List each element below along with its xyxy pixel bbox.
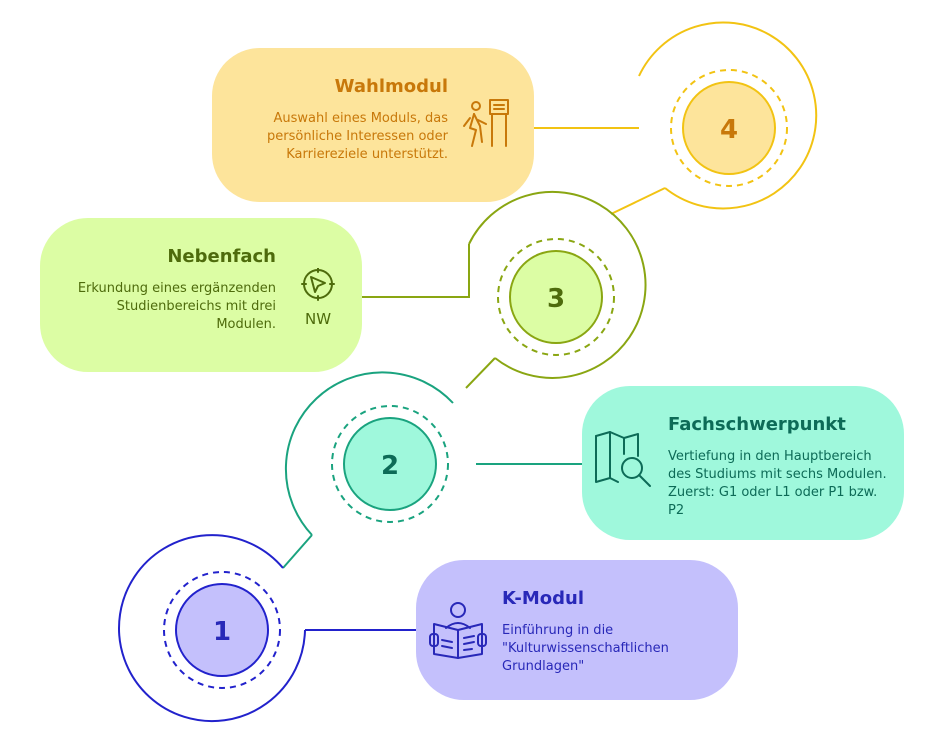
step-2-outer-arc (284, 371, 454, 536)
step-3-card: Nebenfach Erkundung eines ergänzenden St… (40, 218, 362, 372)
hiker-signpost-icon (460, 96, 524, 164)
compass-label: NW (305, 310, 331, 328)
map-search-icon (592, 428, 656, 496)
step-3-node (362, 190, 647, 389)
step-4-text: Auswahl eines Moduls, das persönliche In… (267, 111, 448, 162)
step-1-text: Einführung in die "Kulturwissenschaftlic… (502, 623, 669, 674)
step-3-outer-arc (468, 190, 647, 379)
step-2-card: Fachschwerpunkt Vertiefung in den Hauptb… (582, 386, 904, 540)
step-1-number: 1 (213, 617, 231, 647)
step-2-title: Fachschwerpunkt (668, 414, 846, 435)
step-4-card: Wahlmodul Auswahl eines Moduls, das pers… (212, 48, 534, 202)
step-2-text: Vertiefung in den Hauptbereich des Studi… (668, 449, 887, 518)
step-1-dashed-ring (163, 571, 281, 689)
step-4-number: 4 (720, 115, 738, 145)
step-4-inner-circle (682, 81, 776, 175)
step-1-node (118, 534, 416, 723)
step-2-node (282, 371, 582, 569)
step-2-link (282, 534, 313, 569)
step-3-title: Nebenfach (167, 246, 276, 267)
step-2-number: 2 (381, 451, 399, 481)
step-3-text: Erkundung eines ergänzenden Studienberei… (77, 281, 276, 332)
step-3-link (465, 357, 496, 389)
step-3-dashed-ring (497, 238, 615, 356)
step-3-inner-circle (509, 250, 603, 344)
step-1-outer-arc (118, 534, 306, 723)
compass-icon: NW (296, 267, 340, 332)
step-2-dashed-ring (331, 405, 449, 523)
step-2-inner-circle (343, 417, 437, 511)
step-1-card: K-Modul Einführung in die "Kulturwissens… (416, 560, 738, 700)
step-3-number: 3 (547, 284, 565, 314)
step-1-title: K-Modul (502, 588, 585, 609)
step-1-inner-circle (175, 583, 269, 677)
step-4-outer-arc (638, 21, 818, 210)
step-4-link (610, 187, 666, 215)
step-3-connector (362, 244, 470, 298)
step-4-dashed-ring (670, 69, 788, 187)
step-4-node (534, 21, 818, 215)
step-4-title: Wahlmodul (334, 76, 448, 97)
reading-person-icon (428, 600, 488, 668)
